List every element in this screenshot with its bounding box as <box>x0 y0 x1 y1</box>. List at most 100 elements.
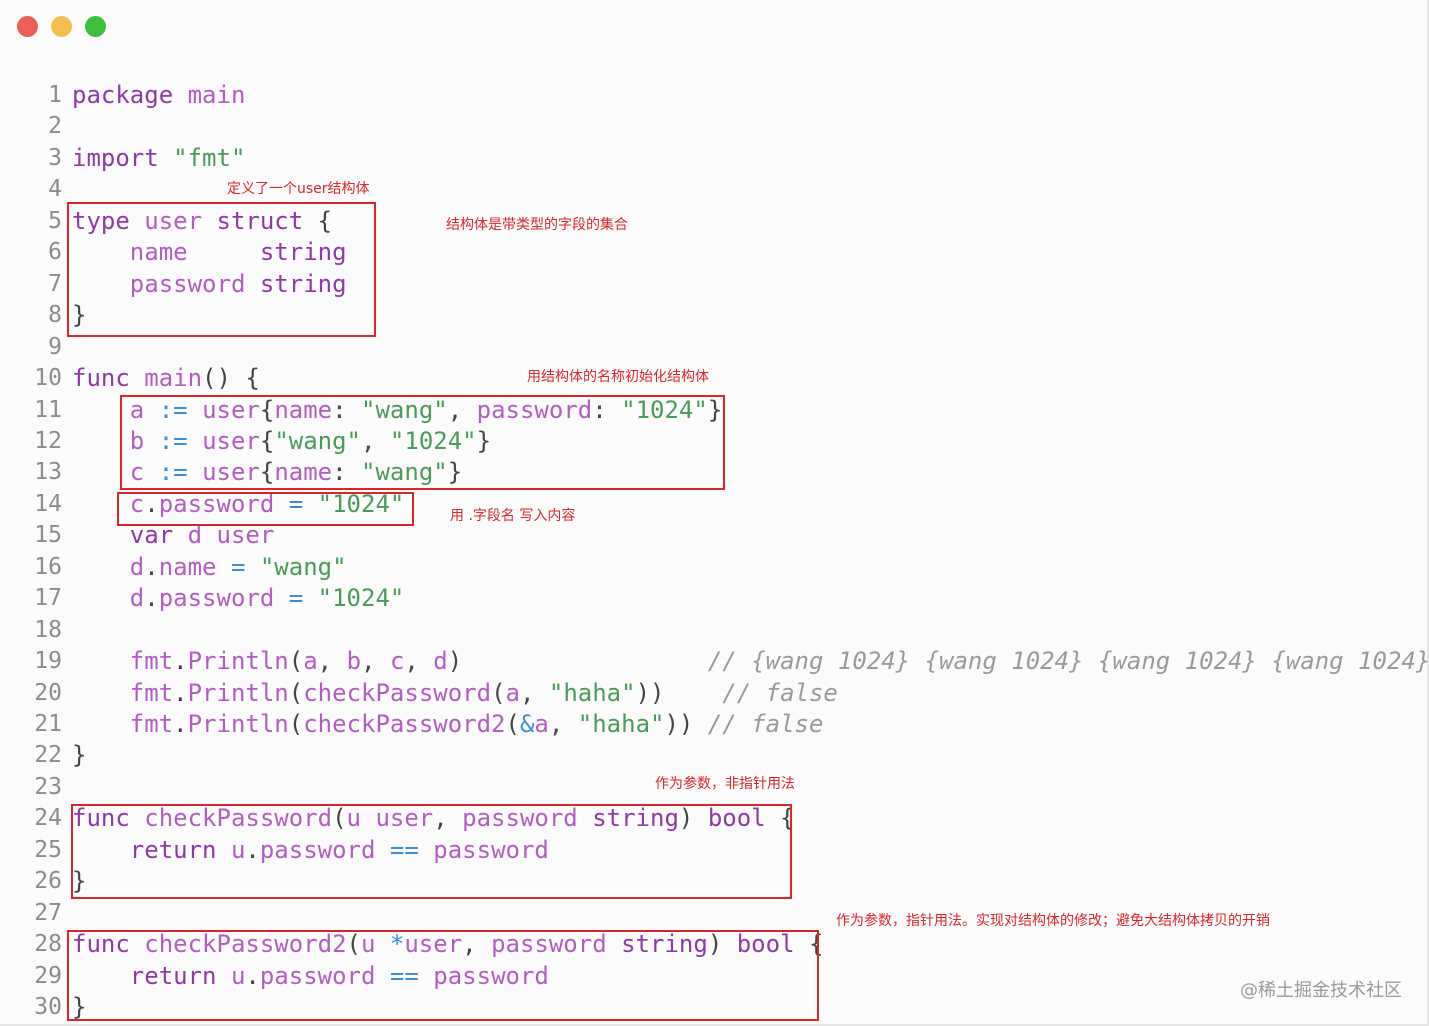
code-token: . <box>173 710 188 738</box>
line-number: 3 <box>48 144 62 171</box>
code-token: = <box>288 489 304 518</box>
code-token: } <box>72 741 87 770</box>
code-token: a <box>505 678 520 707</box>
minimize-window-button[interactable] <box>51 16 72 37</box>
code-token: password <box>491 930 607 959</box>
code-token: password <box>158 489 275 518</box>
code-token: & <box>519 710 535 738</box>
code-token: // false <box>722 678 838 707</box>
code-token: = <box>288 584 304 613</box>
code-token: } <box>72 301 87 330</box>
code-text: return u.password == password <box>72 835 549 866</box>
code-token: * <box>389 930 405 959</box>
code-token: checkPassword <box>144 804 333 833</box>
code-token: . <box>144 489 159 518</box>
code-token: user <box>144 206 203 235</box>
code-token: password <box>259 835 376 864</box>
code-token: . <box>245 961 260 990</box>
code-token <box>72 710 130 738</box>
line-number: 14 <box>34 490 62 517</box>
code-token: string <box>259 238 347 267</box>
code-token: ( <box>505 710 520 738</box>
code-token: := <box>158 395 188 424</box>
code-token: "1024" <box>621 395 708 424</box>
code-token: )) <box>664 710 694 738</box>
code-token: u <box>230 835 246 864</box>
code-token: user <box>202 426 260 455</box>
line-number: 9 <box>48 333 62 360</box>
code-token: } <box>707 395 723 424</box>
highlight-box-struct <box>67 202 376 337</box>
code-text: d.name = "wang" <box>72 552 347 583</box>
code-token: a <box>303 647 318 676</box>
code-token: "haha" <box>548 678 636 707</box>
code-token: : <box>592 395 622 424</box>
maximize-window-button[interactable] <box>85 16 106 37</box>
line-number: 17 <box>34 585 62 612</box>
code-token: , <box>433 804 463 833</box>
code-token: c <box>129 489 145 518</box>
code-token: , <box>519 678 549 707</box>
code-token: import <box>72 143 159 172</box>
line-number: 16 <box>34 553 62 580</box>
code-token: } <box>476 426 492 455</box>
highlight-box-init <box>120 395 725 490</box>
annotation-init-struct: 用结构体的名称初始化结构体 <box>527 369 709 385</box>
line-number: 24 <box>34 805 62 832</box>
annotation-pointer-param: 作为参数，指针用法。实现对结构体的修改；避免大结构体拷贝的开销 <box>836 913 1270 929</box>
code-token: password <box>462 804 578 833</box>
code-token: Println <box>187 647 289 676</box>
code-token: "1024" <box>317 489 405 518</box>
code-token: string <box>259 269 347 298</box>
code-token: user <box>404 930 463 959</box>
code-token: "wang" <box>361 395 448 424</box>
line-number: 19 <box>34 648 62 675</box>
code-token: password <box>158 584 275 613</box>
code-token: u <box>361 930 376 959</box>
line-number: 25 <box>34 836 62 863</box>
code-token: == <box>389 961 419 990</box>
code-token <box>693 710 707 738</box>
code-token: } <box>72 867 87 896</box>
code-token: c <box>389 647 405 676</box>
line-number: 27 <box>34 899 62 926</box>
code-token: name <box>158 552 217 581</box>
code-text: name string <box>72 237 347 268</box>
code-token: bool <box>736 930 795 959</box>
line-number: 1 <box>48 82 62 108</box>
line-number: 8 <box>48 302 62 329</box>
code-token: a <box>534 710 549 738</box>
code-token: // {wang 1024} {wang 1024} {wang 1024} {… <box>707 647 1429 676</box>
code-token <box>245 553 259 581</box>
code-token: , <box>548 710 578 738</box>
annotation-value-param: 作为参数，非指针用法 <box>655 776 795 792</box>
highlight-box-func-pointer <box>67 930 819 1021</box>
code-token: type <box>72 206 130 235</box>
code-text: password string <box>72 269 347 300</box>
code-token: ( <box>491 678 506 707</box>
code-token: checkPassword2 <box>144 930 347 959</box>
code-token: "haha" <box>577 710 665 738</box>
code-token: c <box>129 458 145 487</box>
code-token <box>130 364 144 392</box>
code-text: } <box>72 740 86 771</box>
code-token: string <box>592 804 679 833</box>
close-window-button[interactable] <box>17 16 38 37</box>
code-token <box>664 679 722 707</box>
code-token: } <box>72 993 87 1022</box>
code-text: } <box>72 866 86 897</box>
code-token <box>274 584 288 612</box>
code-token: Println <box>187 710 289 738</box>
code-token: package <box>72 81 174 109</box>
code-token: password <box>433 961 549 990</box>
code-text: d.password = "1024" <box>72 583 405 614</box>
code-token: { <box>303 206 333 235</box>
code-token: fmt <box>129 710 174 738</box>
code-token: ( <box>288 710 304 738</box>
line-number: 15 <box>34 522 62 549</box>
annotation-field-write: 用 .字段名 写入内容 <box>450 508 576 524</box>
code-text: type user struct { <box>72 206 332 237</box>
code-token: func <box>72 364 130 393</box>
code-token: := <box>158 426 188 455</box>
